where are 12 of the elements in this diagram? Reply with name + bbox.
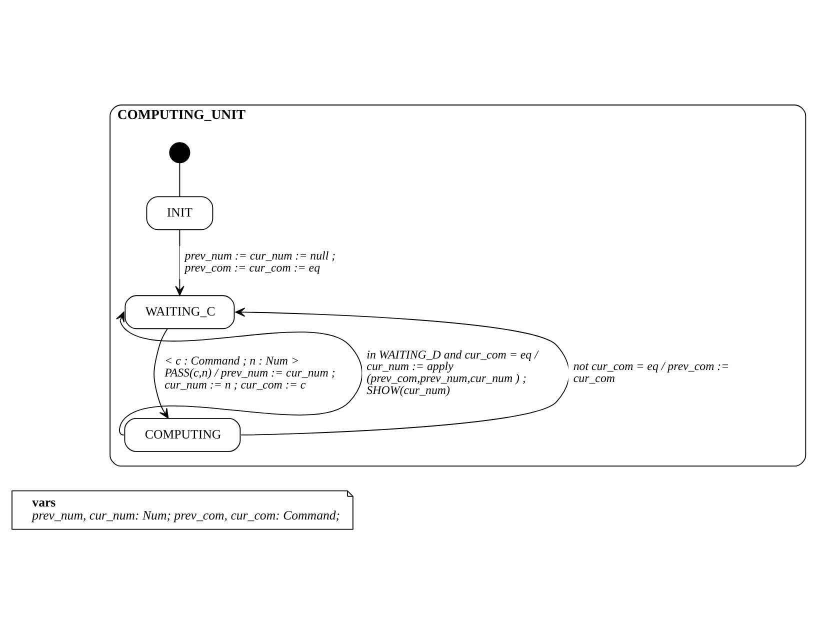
arrow	[116, 311, 363, 435]
edge-label: not cur_com = eq / prev_com := cur_com	[573, 358, 730, 385]
node-box: WAITING_C	[124, 294, 235, 329]
node-box: INIT	[146, 196, 214, 230]
arrow	[235, 307, 570, 435]
arrow	[154, 328, 169, 418]
edge-label: in WAITING_D and cur_com = eq / cur_num := apply (prev_com,prev_num,cur_num ) ; SHOW(cur_num)	[366, 346, 538, 397]
node-box: COMPUTING	[124, 417, 241, 452]
edge-label: < c : Command ; n : Num > PASS(c,n) / prev_num := cur_num ; cur_num := n ; cur_com := c	[164, 353, 336, 392]
connector	[179, 162, 180, 196]
edge-label: prev_num := cur_num := null ; prev_com := cur_com := eq	[184, 248, 336, 274]
node-circle	[169, 142, 190, 163]
